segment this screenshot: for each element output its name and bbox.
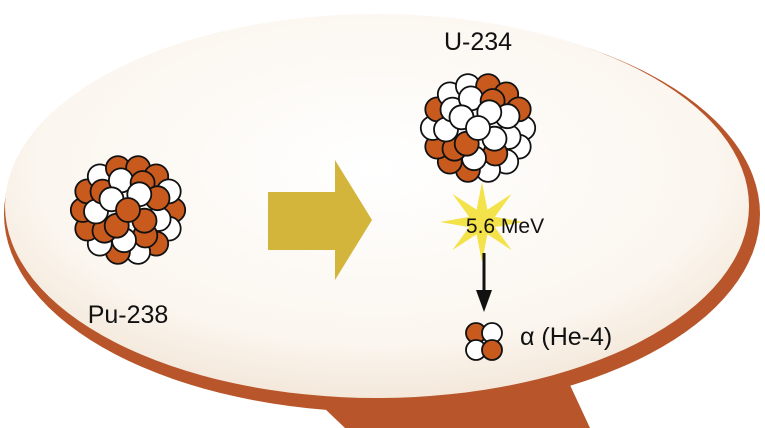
alpha-label: α (He-4) xyxy=(520,323,612,351)
energy-label: 5.6 MeV xyxy=(466,215,544,238)
bubble-body xyxy=(5,14,749,398)
u-234-label: U-234 xyxy=(444,28,512,56)
reaction-arrow xyxy=(268,160,372,280)
proton-sphere xyxy=(115,197,141,223)
u-234-nucleus xyxy=(419,73,537,183)
emission-arrow-head xyxy=(476,290,492,312)
alpha-proton-sphere xyxy=(481,339,503,361)
energy-burst xyxy=(440,182,524,262)
pu-238-label: Pu-238 xyxy=(88,301,169,329)
pu-238-nucleus xyxy=(69,155,187,265)
neutron-sphere xyxy=(465,115,491,141)
alpha-particle xyxy=(465,322,503,361)
